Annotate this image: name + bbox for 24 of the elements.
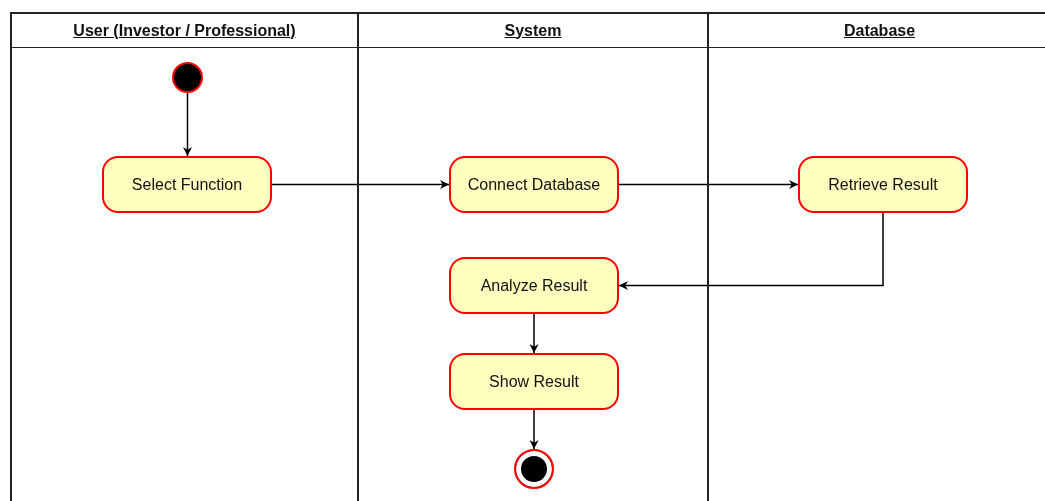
lane-header: User (Investor / Professional) (12, 14, 357, 48)
swimlane (357, 12, 707, 501)
swimlane (707, 12, 1045, 501)
arrow (271, 180, 450, 189)
arrow (183, 92, 192, 157)
activity-node (449, 353, 619, 410)
activity-label: Connect Database (467, 175, 601, 194)
activity-label: Analyze Result (480, 276, 588, 295)
activity-node (449, 257, 619, 314)
lane-header: Database (709, 14, 1045, 48)
activity-node (102, 156, 272, 213)
activity-node (449, 156, 619, 213)
arrow (618, 212, 884, 290)
activity-label: Retrieve Result (828, 175, 938, 194)
activity-label: Select Function (131, 175, 243, 194)
activity-label: Show Result (489, 372, 579, 391)
activity-node (798, 156, 968, 213)
arrow (529, 409, 539, 450)
arrow (529, 313, 539, 354)
start-node (172, 62, 203, 93)
lane-header: System (359, 14, 707, 48)
end-node (514, 449, 554, 489)
swimlane (10, 12, 357, 501)
arrow (618, 180, 799, 189)
